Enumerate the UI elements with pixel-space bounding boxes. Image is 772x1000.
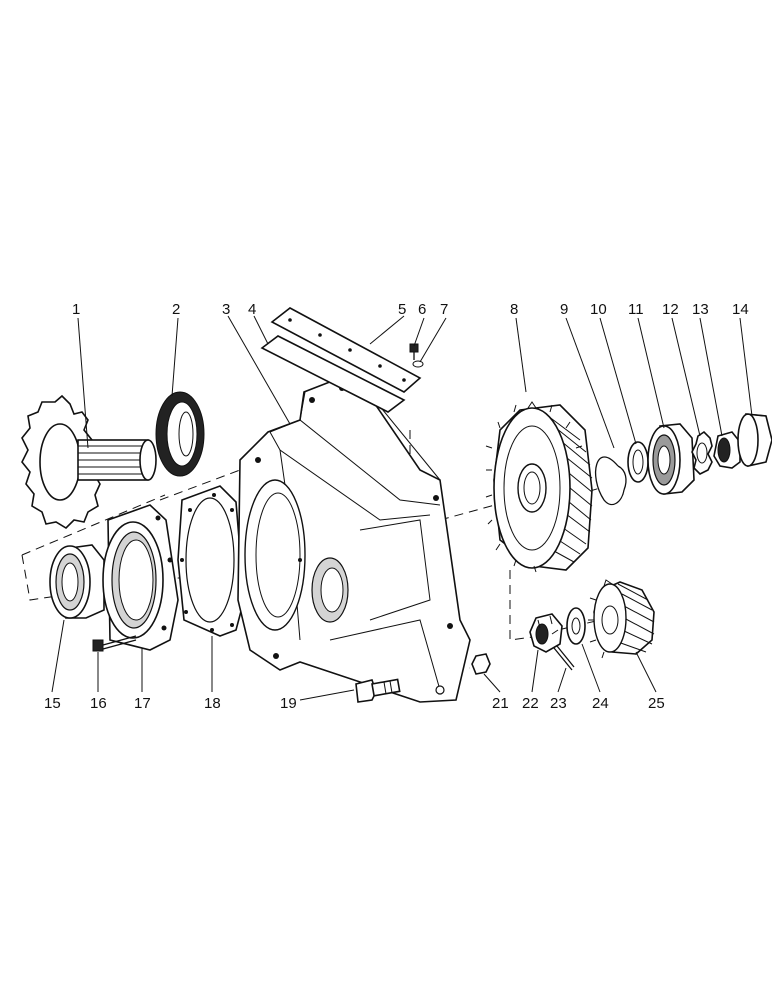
part-cover-gasket-4 [260, 335, 406, 413]
callout-11: 11 [628, 301, 644, 318]
part-screw-6 [409, 343, 419, 360]
part-small-gear-12 [691, 430, 713, 475]
part-gasket-18 [177, 485, 245, 637]
part-washer-7 [412, 360, 424, 368]
part-cap-14 [737, 413, 772, 467]
callout-18: 18 [204, 695, 221, 712]
part-seal [155, 391, 205, 477]
part-large-gear [485, 401, 593, 573]
callout-1: 1 [72, 301, 80, 318]
callout-21: 21 [492, 695, 509, 712]
part-washer-10 [627, 441, 649, 483]
part-nut-21 [471, 653, 491, 675]
callout-8: 8 [510, 301, 518, 318]
callout-labels: 1 2 3 4 5 6 7 8 9 10 11 12 13 14 15 16 1… [44, 301, 749, 712]
callout-23: 23 [550, 695, 567, 712]
callout-7: 7 [440, 301, 448, 318]
part-bearing-15 [49, 544, 105, 619]
part-cotter-pin-23 [553, 645, 575, 671]
callout-24: 24 [592, 695, 609, 712]
callout-13: 13 [692, 301, 709, 318]
callout-4: 4 [248, 301, 256, 318]
part-pinion-gear-25 [588, 579, 655, 659]
part-sprocket-shaft [21, 394, 157, 530]
part-cover-5 [270, 307, 422, 393]
part-bearing-cage [102, 504, 179, 651]
callout-3: 3 [222, 301, 230, 318]
leader-lines [51, 315, 753, 701]
callout-2: 2 [172, 301, 180, 318]
callout-22: 22 [522, 695, 539, 712]
callout-10: 10 [590, 301, 607, 318]
callout-5: 5 [398, 301, 406, 318]
callout-14: 14 [732, 301, 749, 318]
callout-9: 9 [560, 301, 568, 318]
part-castle-nut-22 [529, 613, 563, 653]
part-snap-ring-9 [595, 456, 627, 506]
callout-6: 6 [418, 301, 426, 318]
callout-15: 15 [44, 695, 61, 712]
part-bearing-11 [647, 423, 695, 495]
callout-16: 16 [90, 695, 107, 712]
callout-12: 12 [662, 301, 679, 318]
callout-25: 25 [648, 695, 665, 712]
part-nut-13 [713, 431, 741, 469]
part-washer-24 [566, 607, 586, 645]
part-bolt-19 [355, 678, 401, 703]
part-gear-case [237, 377, 471, 703]
part-capscrew-16 [92, 635, 137, 652]
callout-19: 19 [280, 695, 297, 712]
callout-17: 17 [134, 695, 151, 712]
